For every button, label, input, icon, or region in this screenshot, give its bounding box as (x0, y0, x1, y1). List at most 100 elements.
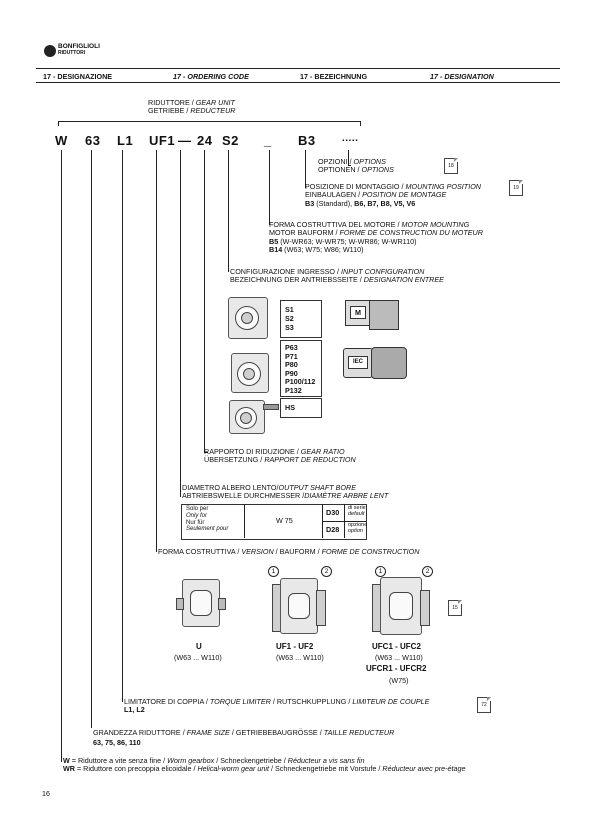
brand-line2: RIDUTTORI (58, 50, 86, 56)
heading-fr: 17 - DESIGNATION (430, 72, 494, 81)
code-version: UF1 (149, 133, 176, 148)
version-uf-marker-1: 1 (268, 566, 279, 577)
version-uf-flange-r (316, 590, 326, 626)
heading-en: 17 - ORDERING CODE (173, 72, 249, 81)
shaft-solo-per: Solo per Only for Nur für Seulement pour (186, 506, 229, 533)
motor-m-body (369, 300, 399, 330)
version-ufcr-range: (W75) (389, 676, 409, 685)
version-uf-range: (W63 ... W110) (276, 653, 324, 662)
input-s1: S1 (285, 305, 294, 314)
input-s-box: S1 S2 S3 (280, 300, 322, 338)
code-motor: _ (264, 133, 272, 148)
gear-image-s (228, 297, 268, 339)
version-uf-image (280, 578, 318, 634)
input-p71: P71 (285, 351, 298, 361)
shaft-table-row (322, 521, 366, 522)
shaft-table-col1 (244, 504, 245, 538)
version-label: FORMA COSTRUTTIVA / VERSION / BAUFORM / … (158, 547, 420, 556)
options-tick (348, 165, 351, 166)
shaft-d28: D28 (326, 525, 340, 534)
input-s3: S3 (285, 323, 294, 332)
hs-input-shaft (263, 404, 279, 410)
heading-it: 17 - DESIGNAZIONE (43, 72, 113, 81)
brand-line1: BONFIGLIOLI (58, 43, 100, 50)
input-p100: P100/112 (285, 377, 316, 387)
code-input: S2 (222, 133, 239, 148)
leader-motor (269, 150, 270, 225)
motor-iec-label: IEC (348, 356, 368, 369)
code-dash: — (178, 133, 192, 148)
options-page-ref[interactable]: 18 (444, 158, 458, 174)
heading-de: 17 - BEZEICHNUNG (300, 72, 368, 81)
leader-size (91, 150, 92, 728)
version-uf-marker-2: 2 (321, 566, 332, 577)
gear-unit-bracket (58, 121, 360, 122)
version-ufc-image (380, 577, 422, 635)
mounting-label: POSIZIONE DI MONTAGGIO / MOUNTING POSITI… (305, 182, 481, 208)
code-ratio: 24 (197, 133, 213, 148)
motor-iec-icon: IEC (343, 348, 373, 378)
leader-shaft (180, 150, 181, 497)
version-uf: UF1 - UF2 (276, 642, 314, 651)
code-limiter: L1 (117, 133, 134, 148)
gear-image-p (231, 353, 269, 393)
version-u-shaft-r (218, 598, 226, 610)
legend-wr: WR = Riduttore con precoppia elicoidale … (63, 764, 466, 773)
leader-mounting (305, 150, 306, 188)
input-p63: P63 (285, 343, 298, 352)
shaft-table (181, 504, 367, 540)
code-mounting: B3 (298, 133, 316, 148)
version-ufc-flange-r (420, 590, 430, 626)
motor-m-label: M (350, 306, 366, 319)
version-ufc-marker-2: 2 (422, 566, 433, 577)
input-p80: P80 (285, 360, 298, 370)
version-ufc: UFC1 - UFC2 (372, 642, 421, 651)
frame-size-label: GRANDEZZA RIDUTTORE / FRAME SIZE / GETRI… (93, 728, 395, 748)
gear-image-hs (229, 400, 265, 434)
brand-name: BONFIGLIOLI RIDUTTORI (58, 43, 100, 56)
shaft-d28-note: opzione option (348, 522, 368, 534)
version-page-ref[interactable]: 15 (448, 600, 462, 616)
leader-limiter (122, 150, 123, 702)
input-hs-box: HS (280, 398, 322, 418)
code-size: 63 (85, 133, 101, 148)
code-options: ..... (342, 133, 359, 144)
leader-ratio (204, 150, 205, 452)
bracket-left (58, 121, 59, 126)
version-u-shaft-l (176, 598, 184, 610)
shaft-d30: D30 (326, 508, 340, 517)
input-hs: HS (285, 403, 295, 412)
input-p90: P90 (285, 368, 298, 378)
version-u: U (196, 642, 202, 651)
leader-options (348, 150, 349, 165)
bracket-right (360, 121, 361, 126)
torque-page-ref[interactable]: 72 (477, 697, 491, 713)
brand-logo (44, 45, 56, 57)
gear-unit-label: RIDUTTORE / GEAR UNIT GETRIEBE / REDUCTE… (148, 98, 236, 116)
legend-w: W = Riduttore a vite senza fine / Worm g… (63, 756, 365, 765)
input-config-label: CONFIGURAZIONE INGRESSO / INPUT CONFIGUR… (230, 267, 444, 285)
motor-mount-label: FORMA COSTRUTTIVA DEL MOTORE / MOTOR MOU… (269, 220, 483, 255)
version-ufcr: UFCR1 - UFCR2 (366, 664, 427, 673)
input-p132: P132 (285, 385, 302, 395)
version-ufc-marker-1: 1 (375, 566, 386, 577)
shaft-w75: W 75 (276, 516, 293, 525)
input-s2: S2 (285, 314, 294, 323)
page-number: 16 (42, 789, 50, 798)
shaft-label: DIAMETRO ALBERO LENTO/OUTPUT SHAFT BORE … (182, 483, 389, 501)
torque-limiter-label: LIMITATORE DI COPPIA / TORQUE LIMITER / … (124, 697, 430, 715)
ratio-label: RAPPORTO DI RIDUZIONE / GEAR RATIO ÜBERS… (204, 447, 356, 465)
header-rule-top (36, 68, 560, 69)
motor-m-icon: M (345, 300, 371, 326)
motor-iec-body (371, 347, 407, 379)
code-w: W (55, 133, 68, 148)
version-u-range: (W63 ... W110) (174, 653, 222, 662)
input-p-box: P63 P71 P80 P90 P100/112 P132 (280, 340, 322, 397)
leader-w (61, 150, 62, 762)
mounting-page-ref[interactable]: 19 (509, 180, 523, 196)
options-label: OPZIONI / OPTIONS OPTIONEN / OPTIONS (318, 157, 394, 175)
header-rule-bottom (36, 82, 560, 83)
ratio-tick (204, 452, 208, 453)
leader-version (156, 150, 157, 552)
shaft-d30-note: di serie default (348, 505, 366, 517)
